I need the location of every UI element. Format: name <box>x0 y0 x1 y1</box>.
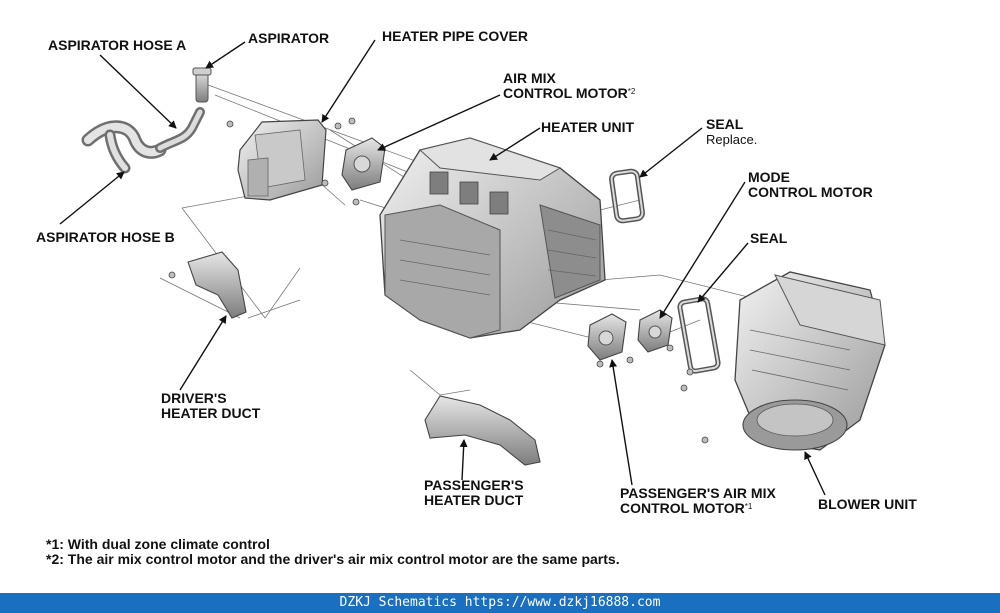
label-air-mix-line2: CONTROL MOTOR <box>503 85 628 101</box>
label-heater-unit: HEATER UNIT <box>541 119 635 135</box>
label-mode-control-motor: MODE CONTROL MOTOR <box>748 170 873 200</box>
label-air-mix-line1: AIR MIX <box>503 70 556 86</box>
label-passengers-heater-duct: PASSENGER'S HEATER DUCT <box>424 478 524 508</box>
blower-unit-part <box>734 271 886 451</box>
label-air-mix-mark: *2 <box>627 87 636 96</box>
mode-control-motor-part <box>637 309 673 353</box>
leader-lines <box>59 39 826 496</box>
passengers-air-mix-control-motor-part <box>587 313 627 361</box>
label-mode-line1: MODE <box>748 169 790 185</box>
label-seal-top-title: SEAL <box>706 116 744 132</box>
footnote-2: *2: The air mix control motor and the dr… <box>46 551 620 567</box>
label-mode-line2: CONTROL MOTOR <box>748 184 873 200</box>
label-pass-motor-mark: *1 <box>744 502 753 511</box>
aspirator-part <box>192 67 212 103</box>
seal-top-part <box>609 168 645 224</box>
label-passengers-line2: HEATER DUCT <box>424 492 524 508</box>
label-heater-pipe-cover: HEATER PIPE COVER <box>382 28 528 44</box>
aspirator-hose-b-part <box>81 120 167 174</box>
label-drivers-line2: HEATER DUCT <box>161 405 261 421</box>
label-passengers-line1: PASSENGER'S <box>424 477 524 493</box>
label-aspirator: ASPIRATOR <box>248 30 330 46</box>
label-pass-motor-line1: PASSENGER'S AIR MIX <box>620 485 776 501</box>
footnote-1: *1: With dual zone climate control <box>46 536 270 552</box>
label-blower-unit: BLOWER UNIT <box>818 496 917 512</box>
bolts <box>168 117 709 444</box>
aspirator-hose-a-part <box>155 107 205 153</box>
heater-pipe-cover-part <box>237 119 327 201</box>
label-drivers-heater-duct: DRIVER'S HEATER DUCT <box>161 391 260 421</box>
label-drivers-line1: DRIVER'S <box>161 390 227 406</box>
air-mix-control-motor-part <box>341 137 386 191</box>
label-seal-top-note: Replace. <box>706 132 758 147</box>
hvac-exploded-diagram <box>59 39 886 496</box>
label-aspirator-hose-b: ASPIRATOR HOSE B <box>36 229 175 245</box>
passengers-heater-duct-part <box>424 395 541 466</box>
label-air-mix-control-motor: AIR MIX CONTROL MOTOR*2 <box>503 71 635 101</box>
heater-unit-part <box>379 137 606 339</box>
label-aspirator-hose-a: ASPIRATOR HOSE A <box>48 37 187 53</box>
label-seal-mid: SEAL <box>750 230 788 246</box>
watermark-footer: DZKJ Schematics https://www.dzkj16888.co… <box>0 593 1000 613</box>
seal-mid-part <box>677 296 721 374</box>
label-seal-top: SEAL Replace. <box>706 116 758 148</box>
label-passengers-air-mix-control-motor: PASSENGER'S AIR MIX CONTROL MOTOR*1 <box>620 486 776 516</box>
label-pass-motor-line2: CONTROL MOTOR <box>620 500 745 516</box>
drivers-heater-duct-part <box>187 251 247 319</box>
